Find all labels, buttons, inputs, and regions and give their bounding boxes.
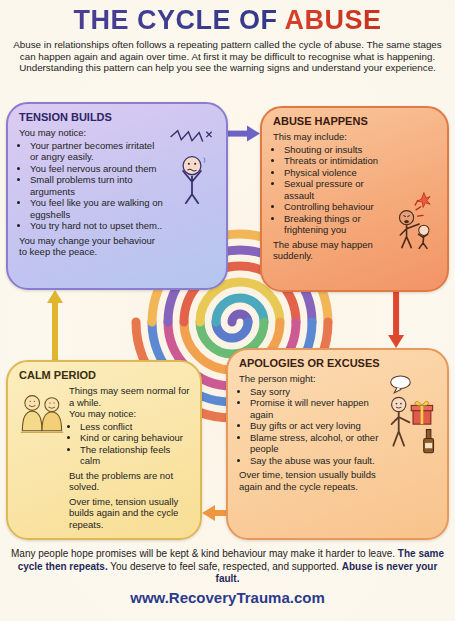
stage-note: Over time, tension usually builds again … [69, 496, 191, 531]
spiral-stroke [216, 322, 248, 338]
stage-box: CALM PERIOD Things may seem normal for a … [6, 360, 202, 540]
footer-url: www.RecoveryTrauma.com [0, 589, 455, 607]
bullet-text: Breaking things or frightening you [284, 213, 361, 236]
stage-illustration [394, 186, 438, 262]
bullet-text: You feel nervous around them [30, 163, 156, 174]
bullet-text: Blame stress, alcohol, or other people [250, 432, 378, 455]
cycle-arrow [228, 126, 260, 142]
stage-body: This may include:Shouting or insultsThre… [273, 131, 438, 262]
stage-note: You may change your behaviour to keep th… [19, 235, 163, 258]
bullet-text: Controlling behaviour [284, 201, 374, 212]
bullet-text: Shouting or insults [284, 144, 362, 155]
stage-text-column: This may include:Shouting or insultsThre… [273, 131, 390, 262]
bullet-text: Threats or intimidation [284, 155, 378, 166]
intro-paragraph: Abuse in relationships often follows a r… [8, 39, 447, 74]
bullet-item: Controlling behaviour [284, 201, 390, 213]
website-url: www.RecoveryTrauma.com [0, 589, 455, 607]
footer-text: You deserve to feel safe, respected, and… [110, 561, 339, 572]
arrow-shaft [393, 292, 399, 337]
bullet-item: You try hard not to upset them.. [30, 220, 163, 232]
arrow-head [388, 335, 404, 348]
bullet-item: Physical violence [284, 167, 390, 179]
bullet-item: Breaking things or frightening you [284, 213, 390, 236]
bullet-text: Promise it will never happen again [250, 397, 369, 420]
bullet-text: Less conflict [80, 421, 132, 432]
bullet-item: Say sorry [250, 386, 384, 398]
bullet-list: Say sorryPromise it will never happen ag… [239, 386, 384, 467]
stage-body: Things may seem normal for a while.You m… [19, 385, 191, 530]
bullet-item: Buy gifts or act very loving [250, 420, 384, 432]
bullet-text: You try hard not to upset them.. [30, 220, 162, 231]
stage-heading: TENSION BUILDS [19, 111, 217, 124]
bullet-item: Say the abuse was your fault. [250, 455, 384, 467]
bullet-list: Shouting or insultsThreats or intimidati… [273, 144, 390, 236]
bullet-text: The relationship feels calm [80, 444, 170, 467]
title-bar: THE CYCLE OF ABUSE [0, 4, 455, 36]
bullet-item: Kind or caring behaviour [80, 432, 191, 444]
cycle-arrow [202, 505, 226, 521]
title-text: THE CYCLE OF ABUSE [73, 4, 381, 36]
bullet-item: The relationship feels calm [80, 444, 191, 467]
bullet-list: Your partner becomes irritatel or angry … [19, 140, 163, 232]
stage-box: ABUSE HAPPENS This may include:Shouting o… [260, 106, 449, 292]
stage-heading: APOLOGIES OR EXCUSES [239, 357, 438, 370]
arrow-head [247, 126, 260, 142]
bullet-text: Small problems turn into arguments [30, 174, 132, 197]
cycle-arrow [388, 292, 404, 348]
stage-illustration [19, 385, 65, 439]
stage-intro: Things may seem normal for a while. [69, 385, 191, 408]
bullet-item: Sexual pressure or assault [284, 178, 390, 201]
bullet-text: Buy gifts or act very loving [250, 420, 361, 431]
stage-text-column: The person might:Say sorryPromise it wil… [239, 373, 384, 492]
bullet-text: Say sorry [250, 386, 290, 397]
stage-illustration [167, 127, 217, 215]
bullet-item: Small problems turn into arguments [30, 174, 163, 197]
bullet-text: Your partner becomes irritatel or angry … [30, 140, 154, 163]
bullet-text: You feel like you are walking on eggshel… [30, 197, 163, 220]
stage-illustration [388, 373, 438, 461]
stage-heading: CALM PERIOD [19, 369, 191, 382]
stage-box: TENSION BUILDS You may notice:Your partne… [6, 102, 228, 290]
stage-intro: You may notice: [69, 408, 191, 420]
bullet-item: Threats or intimidation [284, 155, 390, 167]
bullet-text: Sexual pressure or assault [284, 178, 364, 201]
stage-intro: The person might: [239, 373, 384, 385]
bullet-text: Say the abuse was your fault. [250, 455, 375, 466]
stage-heading: ABUSE HAPPENS [273, 115, 438, 128]
intro-text: Abuse in relationships often follows a r… [8, 39, 447, 74]
spiral-stroke [216, 298, 264, 322]
bullet-item: Promise it will never happen again [250, 397, 384, 420]
bullet-item: Your partner becomes irritatel or angry … [30, 140, 163, 163]
footer-paragraph: Many people hope promises will be kept &… [6, 548, 449, 586]
footer-text: Many people hope promises will be kept &… [11, 548, 395, 559]
bullet-item: You feel like you are walking on eggshel… [30, 197, 163, 220]
stage-note: But the problems are not solved. [69, 470, 191, 493]
bullet-item: You feel nervous around them [30, 163, 163, 175]
bullet-text: Physical violence [284, 167, 357, 178]
stage-body: The person might:Say sorryPromise it wil… [239, 373, 438, 492]
stage-box: APOLOGIES OR EXCUSESThe person might:Say… [226, 348, 449, 540]
stage-text-column: Things may seem normal for a while.You m… [69, 385, 191, 530]
cycle-arrow [47, 290, 63, 360]
bullet-text: Kind or caring behaviour [80, 432, 183, 443]
stage-intro: This may include: [273, 131, 390, 143]
arrow-head [202, 505, 215, 521]
arrow-shaft [228, 131, 249, 137]
stage-note: The abuse may happen suddenly. [273, 239, 390, 262]
stage-text-column: You may notice:Your partner becomes irri… [19, 127, 163, 258]
bullet-item: Blame stress, alcohol, or other people [250, 432, 384, 455]
bullet-list: Less conflictKind or caring behaviourThe… [69, 421, 191, 467]
bullet-item: Shouting or insults [284, 144, 390, 156]
arrow-head [47, 290, 63, 303]
bullet-item: Less conflict [80, 421, 191, 433]
stage-body: You may notice:Your partner becomes irri… [19, 127, 217, 258]
stage-note: Over time, tension usually builds again … [239, 469, 384, 492]
arrow-shaft [52, 301, 58, 360]
stage-intro: You may notice: [19, 127, 163, 139]
